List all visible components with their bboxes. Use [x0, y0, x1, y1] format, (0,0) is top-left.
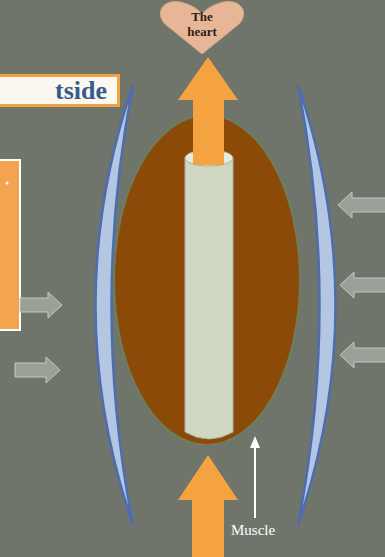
- fascia-band: [298, 85, 336, 525]
- heading-text: tside: [0, 77, 107, 104]
- flow-arrow: [178, 57, 238, 165]
- leader-arrowhead: [250, 436, 260, 448]
- part-label: Muscle: [231, 522, 275, 539]
- heart-shape: The heart: [158, 0, 246, 54]
- leader-line: [254, 446, 256, 518]
- flow-arrow: [178, 455, 238, 557]
- heading-box: tside: [0, 74, 120, 107]
- side-panel: [0, 160, 20, 330]
- organ-label: The heart: [180, 9, 224, 39]
- bullet-dot: [6, 182, 9, 185]
- vein-tube: [185, 158, 233, 439]
